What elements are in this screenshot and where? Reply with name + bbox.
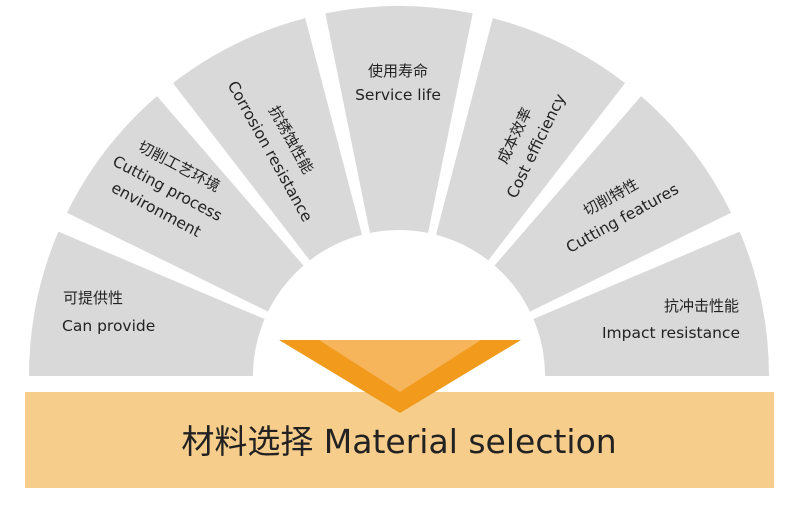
segment-can-provide [29,231,265,376]
segment-impact-resistance [533,231,769,376]
segment-label-can-provide: 可提供性 Can provide [62,289,155,335]
triangle-inner [319,340,481,392]
segment-label-impact-resistance: 抗冲击性能 Impact resistance [602,297,740,342]
segment-cutting-process [66,96,304,312]
segment-label-cutting-process: 切削工艺环境 Cutting process environment [108,137,225,240]
segment-service-life [325,6,473,233]
segment-label-cn: 使用寿命 [368,62,428,80]
segment-label-service-life: 使用寿命 Service life [355,62,441,104]
segment-cutting-features [494,96,732,312]
segment-label-en: Can provide [62,317,155,335]
segment-corrosion-resistance [172,18,362,261]
banner-title: 材料选择 Material selection [181,422,616,461]
fan-segments [29,6,769,376]
segment-label-en: Impact resistance [602,324,740,342]
segment-label-en: Service life [355,86,441,104]
segment-label-cn: 可提供性 [63,289,123,307]
segment-cost-efficiency [436,18,626,261]
segment-label-cn: 抗冲击性能 [664,297,739,315]
